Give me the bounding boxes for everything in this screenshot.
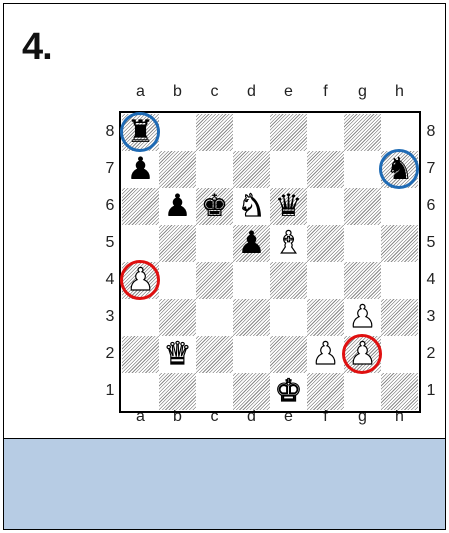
rank-label-left: 8 bbox=[102, 122, 118, 142]
rank-label-right: 1 bbox=[423, 381, 439, 401]
rank-label-left: 5 bbox=[102, 233, 118, 253]
black-pawn-b6[interactable]: ♟ bbox=[159, 188, 196, 225]
square-e3[interactable] bbox=[270, 299, 307, 336]
file-label-top: h bbox=[381, 82, 418, 102]
answer-panel[interactable] bbox=[4, 439, 445, 529]
highlight-ring-blue-a8 bbox=[120, 112, 160, 152]
highlight-ring-red-a4 bbox=[120, 260, 160, 300]
square-f6[interactable] bbox=[307, 188, 344, 225]
square-b7[interactable] bbox=[159, 151, 196, 188]
square-b3[interactable] bbox=[159, 299, 196, 336]
highlight-ring-blue-h7 bbox=[379, 149, 419, 189]
square-a3[interactable] bbox=[122, 299, 159, 336]
square-h1[interactable] bbox=[381, 373, 418, 410]
white-king-e1[interactable]: ♚ bbox=[270, 373, 307, 410]
file-label-top: g bbox=[344, 82, 381, 102]
square-d1[interactable] bbox=[233, 373, 270, 410]
square-g7[interactable] bbox=[344, 151, 381, 188]
black-pawn-d5[interactable]: ♟ bbox=[233, 225, 270, 262]
square-c4[interactable] bbox=[196, 262, 233, 299]
board-border-bottom bbox=[119, 411, 421, 413]
square-h6[interactable] bbox=[381, 188, 418, 225]
rank-label-right: 3 bbox=[423, 307, 439, 327]
square-f5[interactable] bbox=[307, 225, 344, 262]
square-d2[interactable] bbox=[233, 336, 270, 373]
highlight-ring-red-g2 bbox=[342, 334, 382, 374]
square-g1[interactable] bbox=[344, 373, 381, 410]
square-g6[interactable] bbox=[344, 188, 381, 225]
square-c1[interactable] bbox=[196, 373, 233, 410]
square-f1[interactable] bbox=[307, 373, 344, 410]
square-e7[interactable] bbox=[270, 151, 307, 188]
black-king-c6[interactable]: ♚ bbox=[196, 188, 233, 225]
rank-label-left: 2 bbox=[102, 344, 118, 364]
board-border-right bbox=[419, 111, 421, 413]
file-label-top: a bbox=[122, 82, 159, 102]
file-label-top: e bbox=[270, 82, 307, 102]
square-c7[interactable] bbox=[196, 151, 233, 188]
square-h5[interactable] bbox=[381, 225, 418, 262]
square-h2[interactable] bbox=[381, 336, 418, 373]
square-e4[interactable] bbox=[270, 262, 307, 299]
square-f3[interactable] bbox=[307, 299, 344, 336]
file-label-top: d bbox=[233, 82, 270, 102]
square-g8[interactable] bbox=[344, 114, 381, 151]
square-a2[interactable] bbox=[122, 336, 159, 373]
square-f8[interactable] bbox=[307, 114, 344, 151]
white-pawn-f2[interactable]: ♟ bbox=[307, 336, 344, 373]
square-a6[interactable] bbox=[122, 188, 159, 225]
square-f7[interactable] bbox=[307, 151, 344, 188]
rank-label-right: 2 bbox=[423, 344, 439, 364]
square-c3[interactable] bbox=[196, 299, 233, 336]
square-e8[interactable] bbox=[270, 114, 307, 151]
square-d7[interactable] bbox=[233, 151, 270, 188]
square-a1[interactable] bbox=[122, 373, 159, 410]
square-d8[interactable] bbox=[233, 114, 270, 151]
rank-label-left: 7 bbox=[102, 159, 118, 179]
square-a5[interactable] bbox=[122, 225, 159, 262]
rank-label-right: 4 bbox=[423, 270, 439, 290]
file-label-top: f bbox=[307, 82, 344, 102]
rank-label-left: 6 bbox=[102, 196, 118, 216]
square-b1[interactable] bbox=[159, 373, 196, 410]
square-b5[interactable] bbox=[159, 225, 196, 262]
file-label-top: b bbox=[159, 82, 196, 102]
file-label-top: c bbox=[196, 82, 233, 102]
board-border-left bbox=[119, 111, 121, 413]
white-pawn-g3[interactable]: ♟ bbox=[344, 299, 381, 336]
square-g4[interactable] bbox=[344, 262, 381, 299]
square-g5[interactable] bbox=[344, 225, 381, 262]
square-c5[interactable] bbox=[196, 225, 233, 262]
rank-label-left: 3 bbox=[102, 307, 118, 327]
square-h8[interactable] bbox=[381, 114, 418, 151]
black-queen-e6[interactable]: ♛ bbox=[270, 188, 307, 225]
rank-label-left: 4 bbox=[102, 270, 118, 290]
square-d3[interactable] bbox=[233, 299, 270, 336]
rank-label-right: 8 bbox=[423, 122, 439, 142]
square-h3[interactable] bbox=[381, 299, 418, 336]
square-b8[interactable] bbox=[159, 114, 196, 151]
rank-label-right: 6 bbox=[423, 196, 439, 216]
square-h4[interactable] bbox=[381, 262, 418, 299]
square-f4[interactable] bbox=[307, 262, 344, 299]
rank-label-left: 1 bbox=[102, 381, 118, 401]
white-queen-b2[interactable]: ♛ bbox=[159, 336, 196, 373]
square-b4[interactable] bbox=[159, 262, 196, 299]
white-bishop-e5[interactable]: ♝ bbox=[270, 225, 307, 262]
square-d4[interactable] bbox=[233, 262, 270, 299]
chess-board: ♜♟♞♟♚♞♛♟♝♟♟♛♟♟♚ bbox=[119, 111, 421, 413]
rank-label-right: 7 bbox=[423, 159, 439, 179]
black-pawn-a7[interactable]: ♟ bbox=[122, 151, 159, 188]
white-knight-d6[interactable]: ♞ bbox=[233, 188, 270, 225]
square-c8[interactable] bbox=[196, 114, 233, 151]
square-c2[interactable] bbox=[196, 336, 233, 373]
puzzle-number: 4. bbox=[22, 26, 52, 69]
rank-label-right: 5 bbox=[423, 233, 439, 253]
square-e2[interactable] bbox=[270, 336, 307, 373]
board-border-top bbox=[119, 111, 421, 113]
